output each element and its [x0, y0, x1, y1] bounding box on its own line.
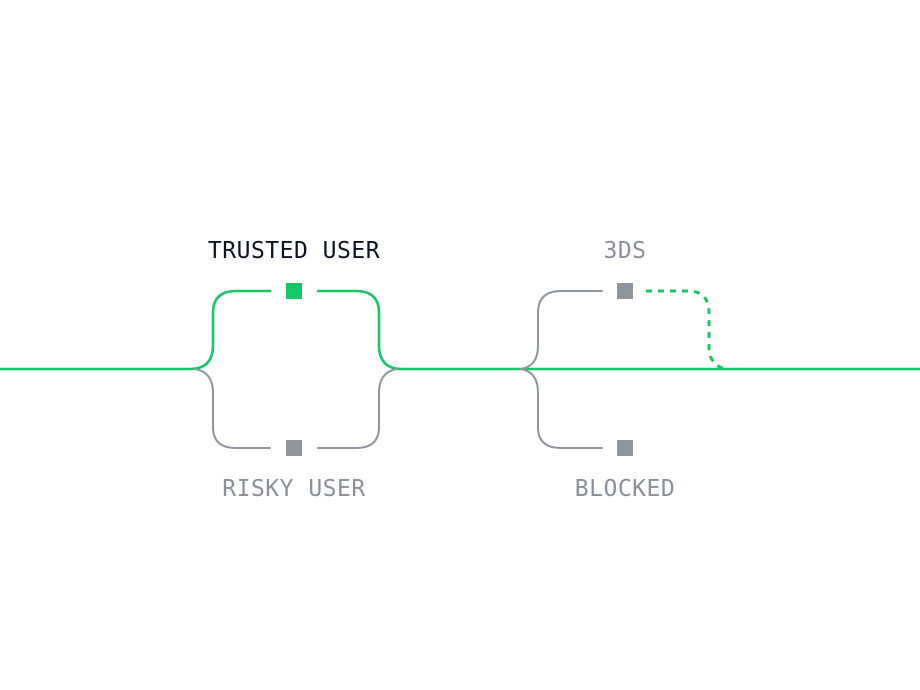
- risky-user-label: RISKY USER: [222, 476, 365, 502]
- trusted-user-node: [286, 283, 302, 299]
- risky-user-node: [286, 440, 302, 456]
- threeds-label: 3DS: [603, 238, 646, 264]
- blocked-node: [617, 440, 633, 456]
- threeds-node: [617, 283, 633, 299]
- risky-branch-line: [194, 368, 398, 449]
- threeds-branch-line: [520, 290, 603, 449]
- threeds-return-dashed-line: [646, 289, 725, 371]
- blocked-label: BLOCKED: [575, 476, 675, 502]
- main-flow-line: [0, 289, 920, 371]
- trusted-user-label: TRUSTED USER: [208, 238, 380, 264]
